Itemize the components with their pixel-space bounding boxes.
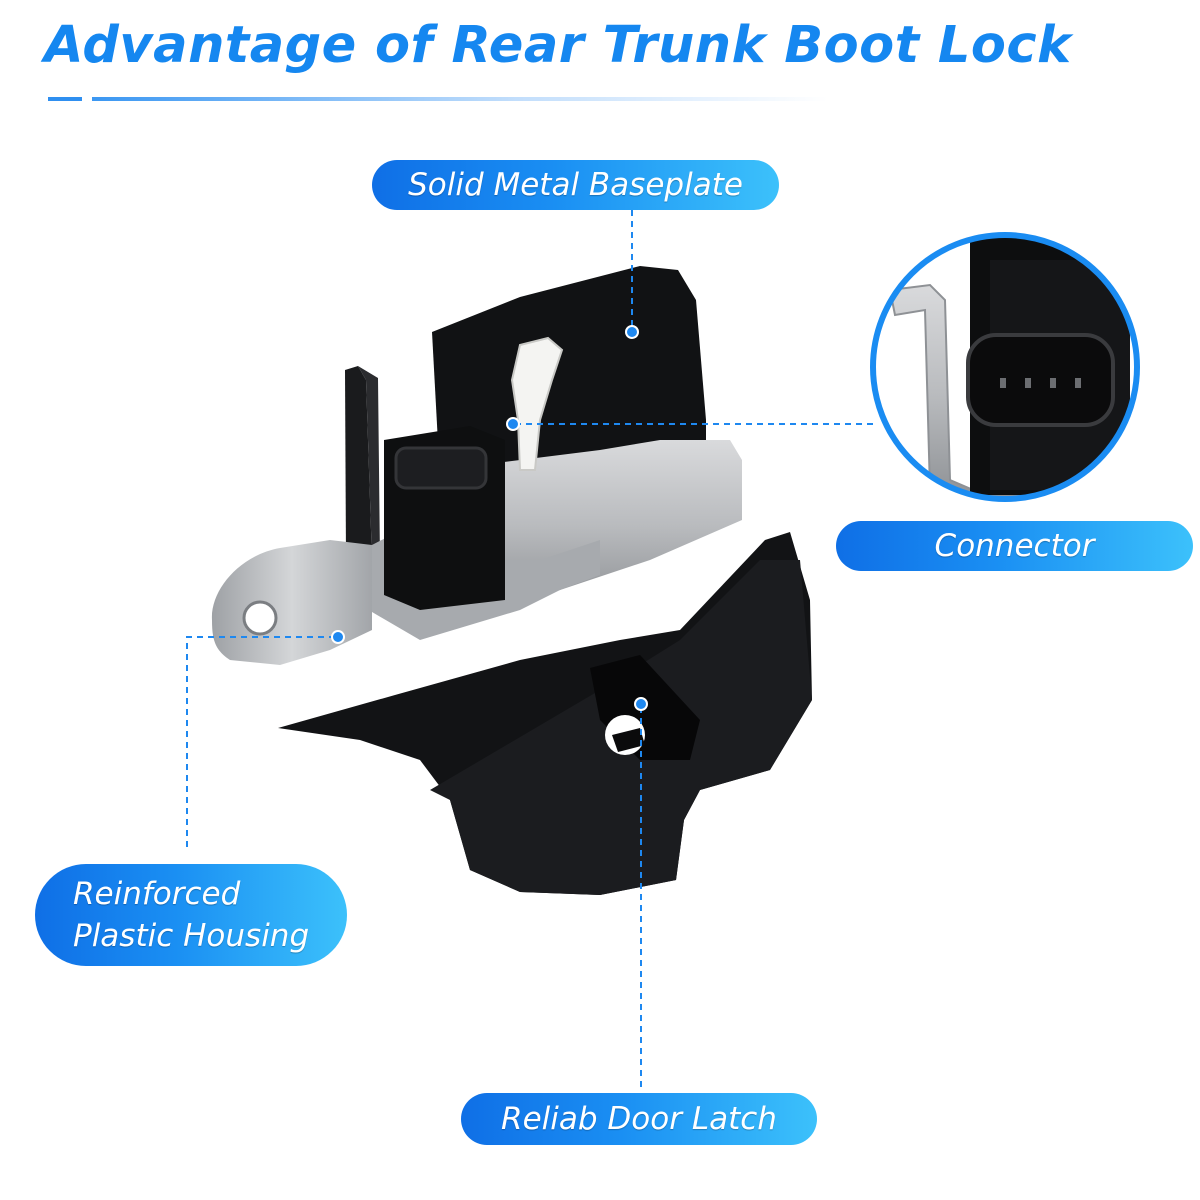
leader-line-housing [186,636,335,850]
leader-dots [331,325,648,711]
anchor-dot-latch [634,697,648,711]
callout-label: Solid Metal Baseplate [408,167,743,203]
page-title: Advantage of Rear Trunk Boot Lock [44,16,1072,75]
connector-zoom-circle [870,232,1140,502]
callout-reinforced-plastic-housing: Reinforced Plastic Housing [35,864,347,966]
callout-reliab-door-latch: Reliab Door Latch [461,1093,817,1145]
leader-lines [186,210,873,1091]
callout-connector: Connector [836,521,1193,571]
callout-label-line2: Plastic Housing [73,918,310,954]
callout-label: Connector [934,528,1095,564]
trunk-lock-image [211,266,812,895]
anchor-dot-housing [331,630,345,644]
anchor-dot-baseplate [625,325,639,339]
callout-solid-metal-baseplate: Solid Metal Baseplate [372,160,779,210]
title-underline [48,97,828,101]
callout-label: Reliab Door Latch [501,1101,777,1137]
anchor-dot-connector [506,417,520,431]
callout-label-line1: Reinforced [73,876,241,912]
